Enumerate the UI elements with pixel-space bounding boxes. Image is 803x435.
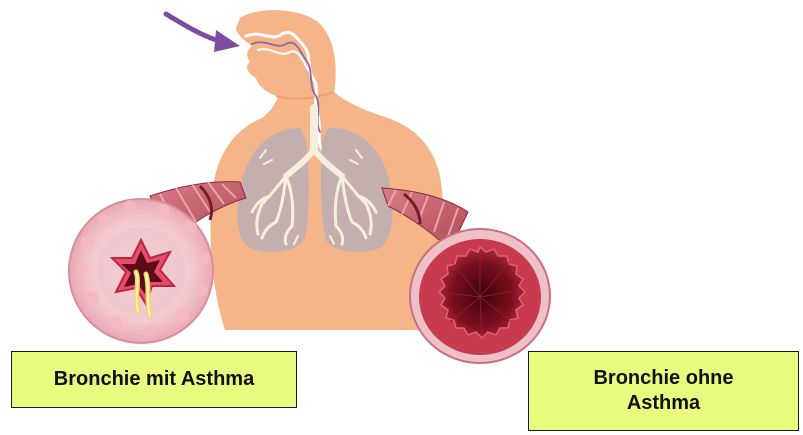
healthy-bronchus-cross-section-icon: [410, 229, 550, 363]
inhalation-arrow-icon: [166, 14, 240, 52]
inflamed-bronchus-cross-section-icon: [69, 199, 213, 343]
label-bronchie-mit-asthma: Bronchie mit Asthma: [11, 351, 297, 408]
label-bronchie-ohne-asthma: Bronchie ohne Asthma: [528, 351, 799, 431]
